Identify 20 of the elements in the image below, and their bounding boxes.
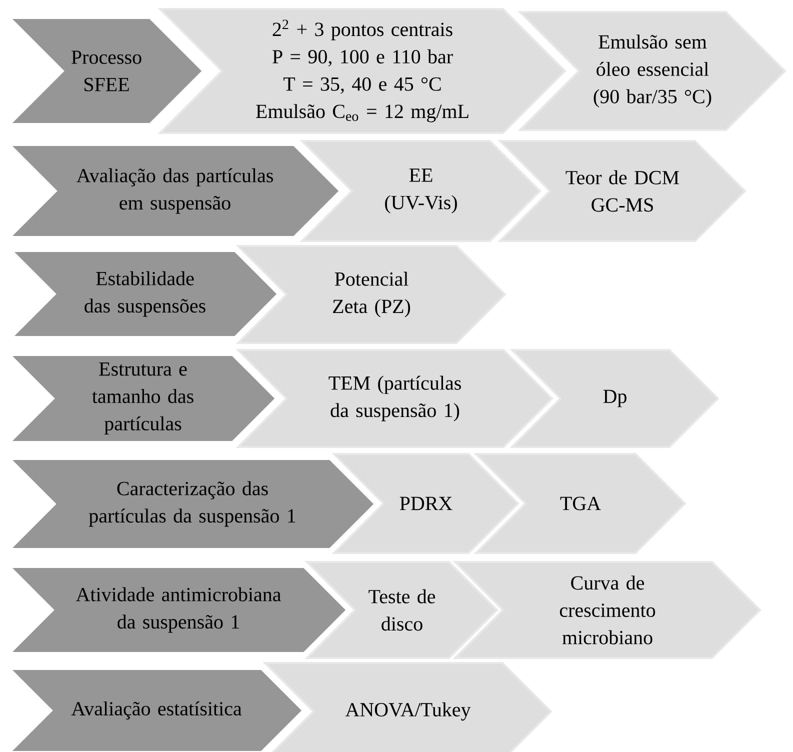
- stage-banner: Atividade antimicrobiana da suspensão 1: [8, 566, 348, 654]
- step-banner: Teor de DCM GC-MS: [498, 140, 746, 242]
- step-banner: Emulsão sem óleo essencial (90 bar/35 °C): [518, 11, 786, 131]
- stage-banner: Avaliação das partículas em suspensão: [8, 144, 342, 238]
- stage-banner: Avaliação estatísitica: [8, 668, 304, 752]
- step-banner: Dp: [510, 349, 720, 448]
- node-label: Emulsão sem óleo essencial (90 bar/35 °C): [594, 34, 712, 108]
- stage-banner: Estrutura e tamanho das partículas: [8, 354, 278, 443]
- stage-banner: Processo SFEE: [8, 17, 204, 125]
- step-banner: TGA: [474, 453, 686, 554]
- step-banner: Potencial Zeta (PZ): [236, 245, 506, 344]
- step-banner: TEM (partículas da suspensão 1): [236, 349, 554, 448]
- stage-banner: Estabilidade das suspensões: [10, 250, 280, 338]
- step-banner: Curva de crescimento microbiano: [452, 561, 762, 659]
- step-banner: EE (UV-Vis): [300, 140, 542, 242]
- step-banner: Teste de disco: [304, 561, 498, 659]
- step-banner: PDRX: [332, 453, 520, 554]
- step-banner: 2$^{2}$ + 3 pontos centrais P = 90, 100 e 110 bar T = 35, 40 e 45 °C Emulsão C$_{eo}$ = 12 mg/mL: [158, 8, 566, 134]
- step-banner: ANOVA/Tukey: [262, 662, 552, 752]
- stage-banner: Caracterização das partículas da suspensão 1: [8, 458, 376, 550]
